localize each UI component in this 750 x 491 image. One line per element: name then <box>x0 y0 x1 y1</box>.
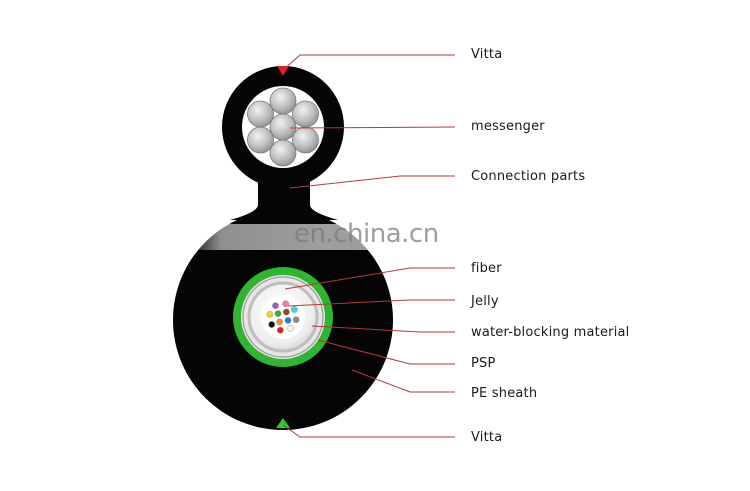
messenger-wire-strand <box>269 87 297 115</box>
messenger-wire-strand <box>269 113 297 141</box>
label-water-blocking: water-blocking material <box>471 325 630 340</box>
label-pe-sheath: PE sheath <box>471 386 538 401</box>
label-psp: PSP <box>471 356 496 371</box>
watermark: en.china.cn <box>186 216 474 258</box>
label-jelly: Jelly <box>471 294 499 309</box>
leader-connection-parts <box>289 175 455 189</box>
water-blocking-layer <box>242 276 324 358</box>
optical-fiber <box>276 326 284 334</box>
messenger-wire-strand <box>292 126 319 154</box>
optical-fiber <box>284 317 292 324</box>
leader-water-blocking <box>311 325 455 333</box>
optical-fiber <box>276 318 283 326</box>
watermark-text: en.china.cn <box>294 219 439 249</box>
messenger-wires <box>247 87 319 167</box>
leader-messenger <box>289 126 456 129</box>
leader-fiber <box>284 267 455 290</box>
label-messenger: messenger <box>471 119 545 134</box>
optical-fiber <box>287 324 294 332</box>
optical-fibers <box>266 300 300 334</box>
label-fiber: fiber <box>471 261 502 276</box>
optical-fiber <box>283 308 290 316</box>
optical-fiber <box>290 306 298 313</box>
optical-fiber <box>282 300 290 308</box>
leader-vitta-top <box>282 54 455 71</box>
messenger-wire-strand <box>247 100 274 128</box>
vitta-bottom-marker <box>276 418 290 428</box>
optical-fiber <box>272 302 279 310</box>
optical-fiber <box>274 310 282 317</box>
optical-fiber <box>292 316 300 324</box>
messenger-wire-strand <box>247 126 274 154</box>
watermark-band <box>186 224 474 250</box>
leader-jelly <box>287 299 455 307</box>
leader-psp <box>317 339 455 365</box>
label-vitta-top: Vitta <box>471 47 503 62</box>
optical-fiber <box>268 321 276 328</box>
leader-lines <box>282 54 456 438</box>
jelly-fill <box>261 295 305 339</box>
vitta-top-marker <box>277 66 289 76</box>
label-connection-parts: Connection parts <box>471 169 586 184</box>
leader-pe-sheath <box>351 369 455 393</box>
leader-vitta-bottom <box>282 424 455 438</box>
optical-fiber <box>266 310 274 318</box>
messenger-wire-strand <box>269 139 297 167</box>
label-vitta-bottom: Vitta <box>471 430 503 445</box>
messenger-wire-strand <box>292 100 319 128</box>
